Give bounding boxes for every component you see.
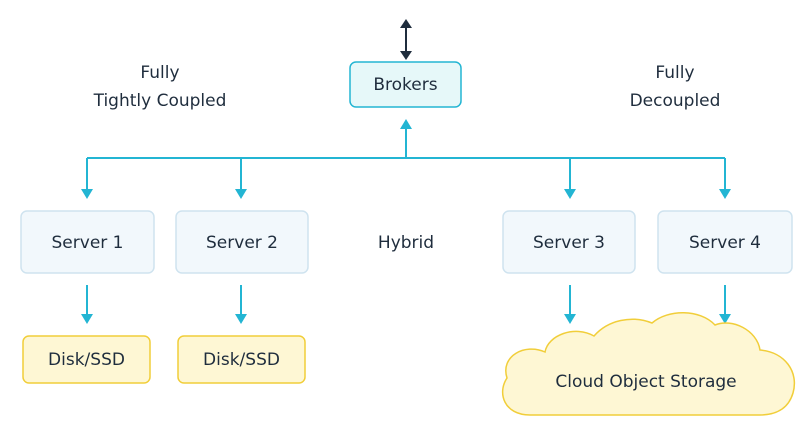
server-node-2: Server 2 xyxy=(175,210,309,274)
bus-to-brokers-arrow xyxy=(400,119,412,157)
left-label-line2: Tightly Coupled xyxy=(93,91,227,111)
cloud-object-storage-node: Cloud Object Storage xyxy=(501,312,796,416)
disk-label: Disk/SSD xyxy=(203,350,280,370)
right-label-line2: Decoupled xyxy=(630,91,721,111)
server-node-4: Server 4 xyxy=(657,210,793,274)
disk-node-1: Disk/SSD xyxy=(22,335,151,384)
server-label: Server 1 xyxy=(52,233,124,253)
server-label: Server 4 xyxy=(689,233,761,253)
hybrid-label: Hybrid xyxy=(378,233,434,253)
external-bidirectional-arrow xyxy=(400,19,412,60)
server-to-storage-arrows xyxy=(81,285,731,324)
disk-node-2: Disk/SSD xyxy=(177,335,306,384)
server-label: Server 2 xyxy=(206,233,278,253)
brokers-label: Brokers xyxy=(373,75,437,95)
cloud-label: Cloud Object Storage xyxy=(555,372,736,392)
right-label-line1: Fully xyxy=(655,63,694,83)
server-label: Server 3 xyxy=(533,233,605,253)
bus-to-server-arrows xyxy=(81,158,731,199)
disk-label: Disk/SSD xyxy=(48,350,125,370)
server-node-1: Server 1 xyxy=(20,210,155,274)
left-label-line1: Fully xyxy=(140,63,179,83)
brokers-node: Brokers xyxy=(349,61,462,108)
server-node-3: Server 3 xyxy=(502,210,636,274)
